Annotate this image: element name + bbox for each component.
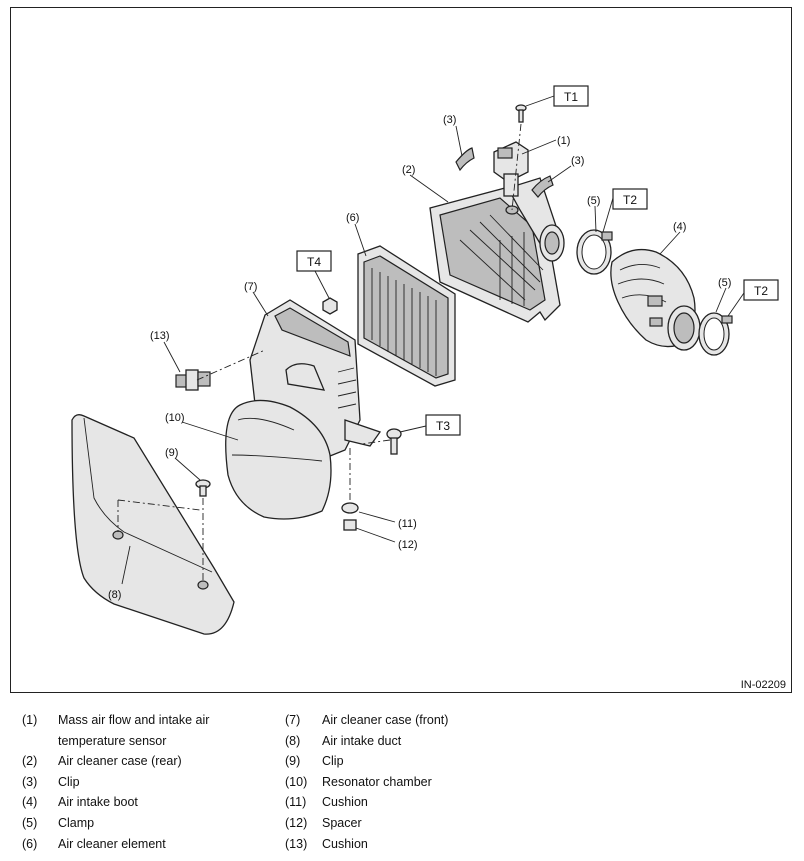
legend-item-12: (12) Spacer: [285, 815, 362, 830]
cushion-13: [175, 369, 211, 391]
callout-13: (13): [150, 330, 170, 342]
leader-lines: [121, 95, 747, 585]
torque-tag-t2-lower: T2: [754, 284, 768, 298]
figure-id: IN-02209: [740, 679, 786, 691]
torque-tag-t3: T3: [436, 419, 450, 433]
callout-3-right: (3): [571, 155, 584, 167]
callout-2: (2): [402, 164, 415, 176]
callout-10: (10): [165, 412, 185, 424]
legend-item-11: (11) Cushion: [285, 795, 368, 810]
callout-4: (4): [673, 221, 686, 233]
callout-8: (8): [108, 589, 121, 601]
torque-tag-t2-box: [612, 188, 648, 210]
air-intake-duct: [71, 414, 235, 635]
assembly-lines: [117, 123, 522, 582]
nut-t4: [322, 297, 338, 315]
torque-tags: T1 T2 T2 T3 T4: [296, 85, 779, 436]
callout-3-left: (3): [443, 114, 456, 126]
clamp-lower: [698, 312, 733, 356]
legend-item-13: (13) Cushion: [285, 836, 368, 851]
legend-item-3: (3) Clip: [22, 774, 80, 789]
diagram-frame: [10, 7, 792, 693]
legend-item-5: (5) Clamp: [22, 815, 95, 830]
cushion-11: [341, 502, 359, 514]
legend-item-4: (4) Air intake boot: [22, 795, 138, 810]
resonator-chamber: [225, 399, 332, 520]
torque-tag-t1-box: [553, 85, 589, 107]
clip-9: [195, 479, 211, 497]
air-cleaner-case-rear: [429, 177, 565, 323]
clamp-upper: [576, 229, 613, 275]
torque-tag-t1: T1: [564, 90, 578, 104]
air-cleaner-element: [357, 245, 456, 387]
spacer-12: [343, 519, 357, 531]
torque-tag-t2-upper: T2: [623, 193, 637, 207]
callout-1: (1): [557, 135, 570, 147]
callout-5-upper: (5): [587, 195, 600, 207]
callout-9: (9): [165, 447, 178, 459]
torque-tag-t4-box: [296, 250, 332, 272]
torque-tag-t2b-box: [743, 279, 779, 301]
legend-item-2: (2) Air cleaner case (rear): [22, 754, 182, 769]
legend-item-7: (7) Air cleaner case (front): [285, 713, 449, 727]
callout-6: (6): [346, 212, 359, 224]
legend-item-8: (8) Air intake duct: [285, 733, 402, 748]
mass-air-flow-sensor: [493, 141, 529, 215]
bolt-t3: [386, 428, 402, 455]
legend-item-9: (9) Clip: [285, 754, 344, 769]
legend-item-6: (6) Air cleaner element: [22, 836, 166, 851]
callout-11: (11): [398, 518, 417, 530]
torque-tag-t3-box: [425, 414, 461, 436]
air-intake-boot: [610, 248, 701, 351]
callout-labels: (1) (2) (3) (3) (4) (5) (5) (6) (7) (8) …: [108, 114, 731, 601]
callout-12: (12): [398, 539, 418, 551]
clip-upper-left: [455, 147, 475, 172]
exploded-view-diagram: T1 T2 T2 T3 T4 (1) (2) (3) (3) (4) (5) (…: [71, 85, 779, 635]
bolt-t1: [515, 104, 527, 123]
clip-upper-right: [531, 175, 554, 198]
callout-7: (7): [244, 281, 257, 293]
torque-tag-t4: T4: [307, 255, 321, 269]
legend-item-10: (10) Resonator chamber: [285, 774, 432, 789]
legend-right: (7) Air cleaner case (front) (8) Air int…: [285, 710, 542, 854]
callout-5-lower: (5): [718, 277, 731, 289]
